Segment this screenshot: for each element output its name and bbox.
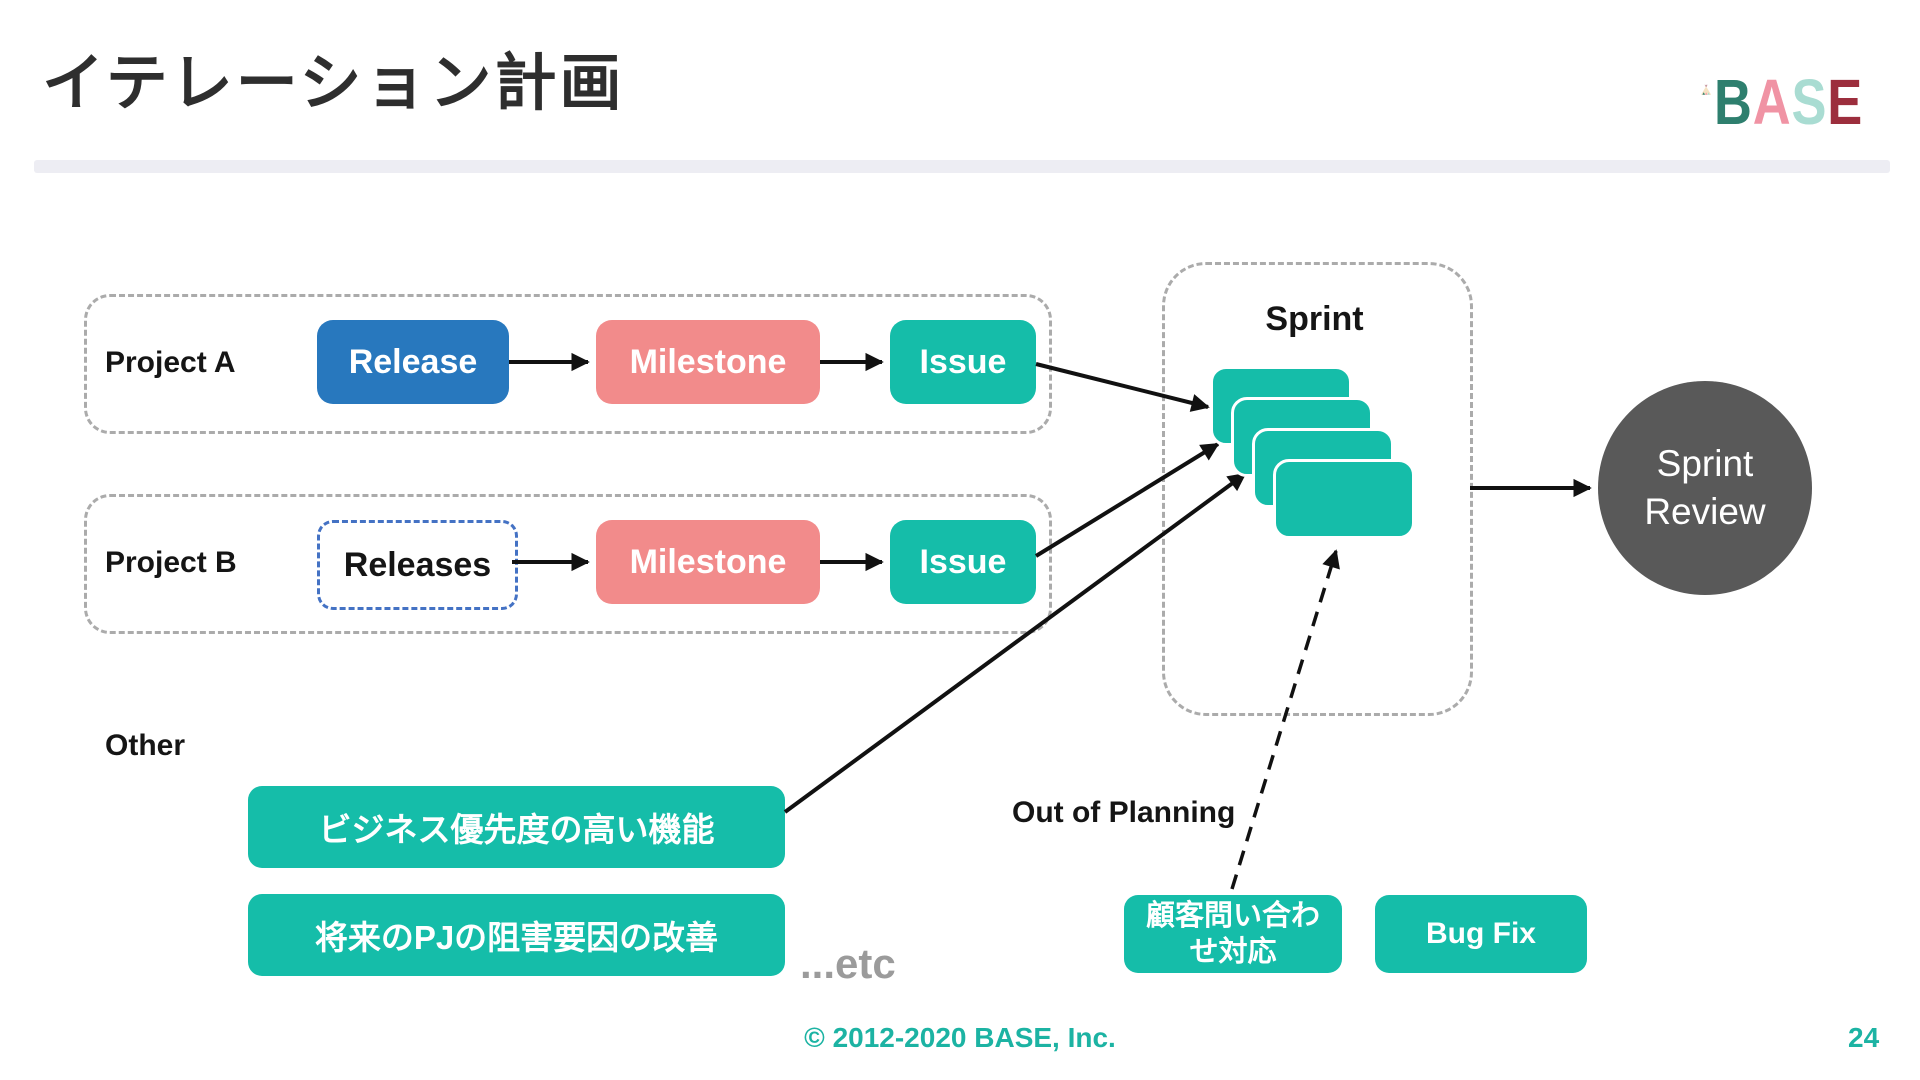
page-title: イテレーション計画 [42,49,625,118]
other-label: Other [105,729,186,762]
node-release: Release [317,320,509,404]
sprint-review-label: Sprint Review [1644,442,1766,532]
node-releases: Releases [317,520,518,610]
project-b-label: Project B [105,546,237,579]
base-logo: B A S E [1700,48,1896,139]
sprint-card [1273,459,1415,539]
other-item-future-improvement: 将来のPJの阻害要因の改善 [248,894,785,976]
other-item-business-priority: ビジネス優先度の高い機能 [248,786,785,868]
logo-letter: B [1714,66,1753,139]
node-milestone-b: Milestone [596,520,820,604]
node-milestone-a: Milestone [596,320,820,404]
logo-wordmark: B A S E [1714,66,1864,139]
logo-letter: A [1752,66,1792,139]
node-issue-b: Issue [890,520,1036,604]
logo-letter: E [1827,66,1864,139]
title-divider [34,160,1890,173]
etc-label: ...etc [800,940,896,987]
page-number: 24 [1848,1022,1880,1053]
oop-item-bug-fix: Bug Fix [1375,895,1587,973]
node-issue-a: Issue [890,320,1036,404]
oop-item-customer-inquiry: 顧客問い合わせ対応 [1124,895,1342,973]
tent-icon [1701,84,1712,95]
copyright-text: © 2012-2020 BASE, Inc. [804,1022,1116,1053]
sprint-label: Sprint [1265,300,1364,338]
out-of-planning-label: Out of Planning [1012,796,1236,829]
project-a-label: Project A [105,346,236,379]
logo-letter: S [1791,66,1828,139]
sprint-review-circle: Sprint Review [1598,381,1812,595]
oop-item-customer-inquiry-text: 顧客問い合わせ対応 [1145,899,1320,968]
